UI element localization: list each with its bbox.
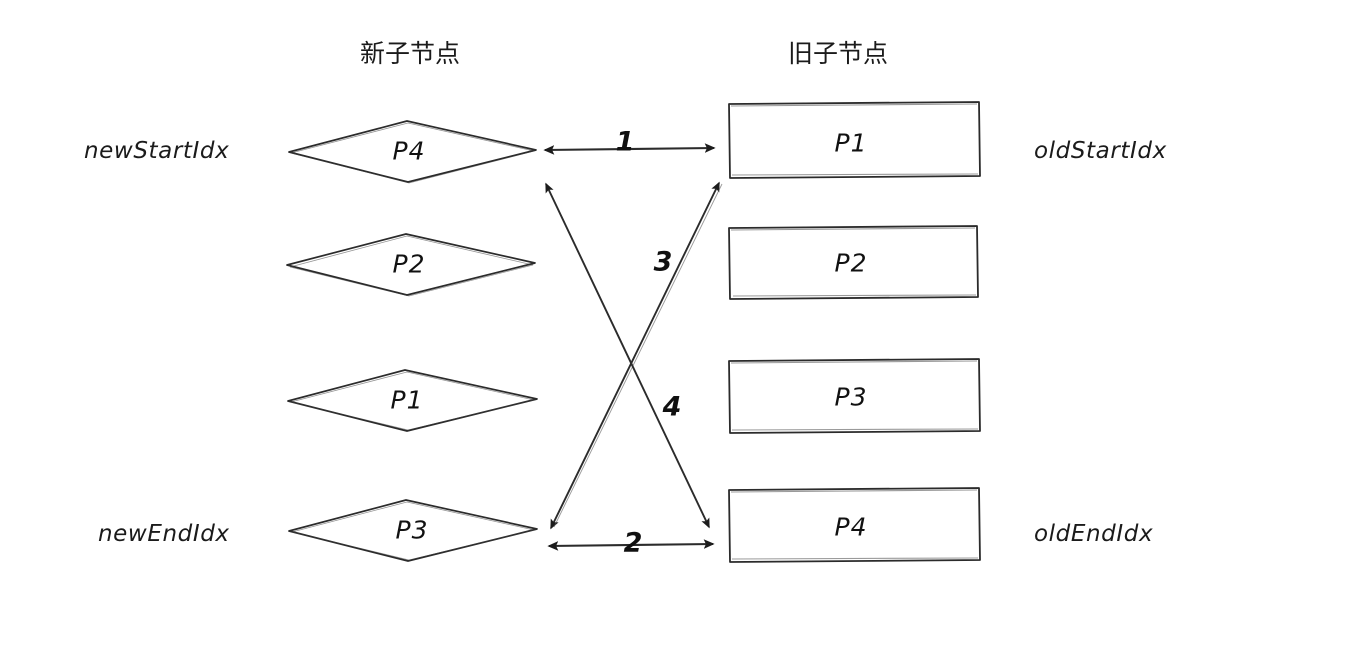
arrow-2-label: 2 xyxy=(623,527,643,559)
right-node-shape-2[interactable] xyxy=(728,358,981,434)
arrow-1-line xyxy=(543,143,716,155)
left-column-header: 新子节点 xyxy=(359,39,460,68)
arrow-3-line xyxy=(550,181,723,530)
label-new-start-idx: newStartIdx xyxy=(84,138,230,164)
right-node-shape-3[interactable] xyxy=(728,487,981,563)
arrow-1-label: 1 xyxy=(615,126,635,158)
label-old-start-idx: oldStartIdx xyxy=(1034,138,1167,164)
left-node-shape-2[interactable] xyxy=(287,369,538,432)
right-node-shape-1[interactable] xyxy=(728,225,979,300)
left-node-shape-3[interactable] xyxy=(288,499,538,562)
left-node-shape-0[interactable] xyxy=(288,120,537,184)
left-node-shape-1[interactable] xyxy=(286,233,536,297)
right-column-header: 旧子节点 xyxy=(787,39,888,68)
arrow-4-label: 4 xyxy=(662,391,682,423)
arrow-3-label: 3 xyxy=(653,246,673,278)
label-old-end-idx: oldEndIdx xyxy=(1034,521,1154,547)
label-new-end-idx: newEndIdx xyxy=(98,521,230,547)
arrow-2-line xyxy=(547,539,715,551)
right-node-shape-0[interactable] xyxy=(728,101,981,179)
arrow-4-line xyxy=(545,182,710,529)
